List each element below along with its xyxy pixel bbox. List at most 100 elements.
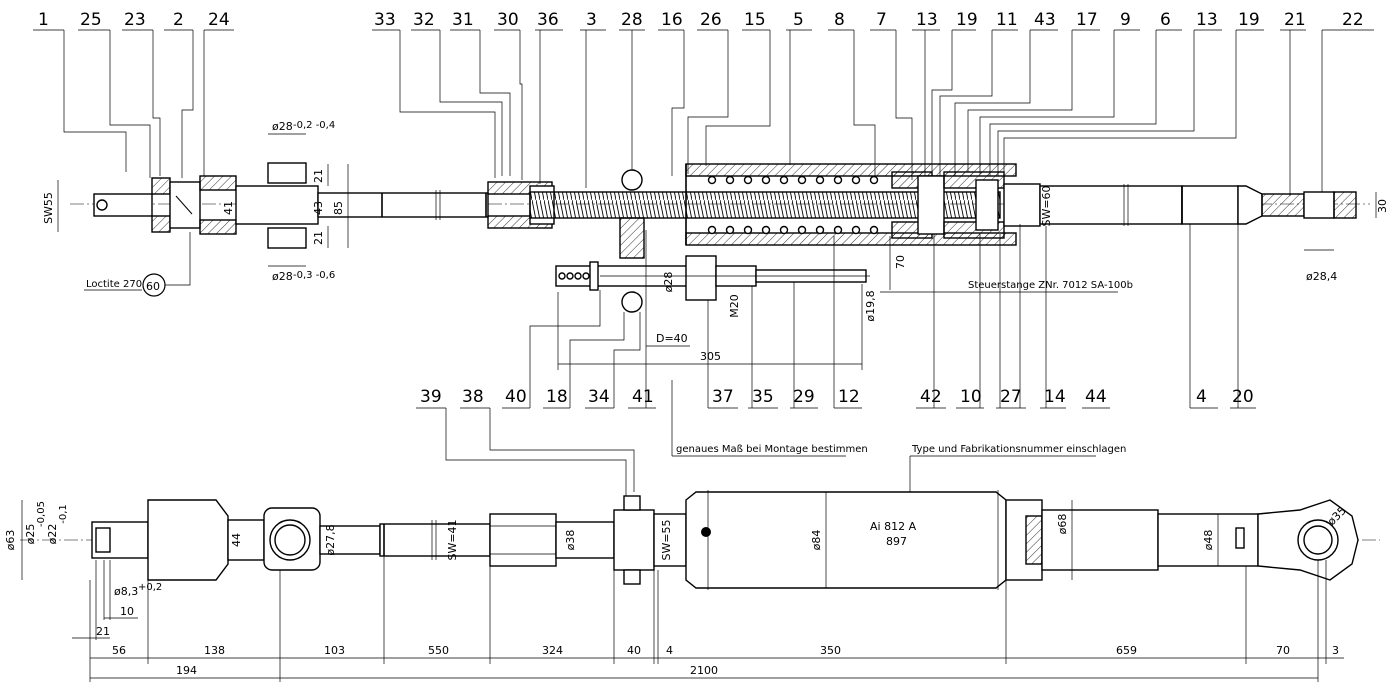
balloon-20: 20 [1230, 224, 1256, 409]
svg-text:SW55: SW55 [42, 192, 55, 224]
svg-text:30: 30 [497, 10, 519, 30]
svg-text:Ai 812 A: Ai 812 A [870, 520, 917, 533]
svg-text:10: 10 [960, 387, 982, 407]
balloon-6: 6 [989, 10, 1182, 176]
svg-text:21: 21 [96, 625, 110, 638]
svg-text:M20: M20 [728, 294, 741, 318]
svg-text:3: 3 [1332, 644, 1339, 657]
svg-text:20: 20 [1232, 387, 1254, 407]
balloon-10: 10 [956, 234, 984, 409]
balloon-16: 16 [658, 10, 685, 176]
svg-text:19: 19 [956, 10, 978, 30]
svg-text:40: 40 [505, 387, 527, 407]
svg-text:14: 14 [1044, 387, 1066, 407]
balloon-15: 15 [705, 10, 771, 166]
balloon-42: 42 [916, 234, 946, 409]
svg-text:4: 4 [1196, 387, 1207, 407]
svg-text:21: 21 [312, 169, 325, 183]
svg-text:Steuerstange ZNr. 7012 SA-100b: Steuerstange ZNr. 7012 SA-100b [968, 280, 1133, 291]
svg-text:44: 44 [1085, 387, 1107, 407]
svg-text:194: 194 [176, 664, 197, 677]
svg-text:D=40: D=40 [656, 332, 688, 345]
svg-text:-0,1: -0,1 [58, 504, 69, 524]
balloon-19a: 19 [931, 10, 978, 176]
svg-text:27: 27 [1000, 387, 1022, 407]
svg-text:ø48: ø48 [1202, 530, 1215, 551]
balloon-31: 31 [450, 10, 511, 176]
balloon-39: 39 [416, 387, 627, 498]
svg-text:-0,05: -0,05 [36, 501, 47, 527]
balloons-top-row: 1 25 23 2 24 33 32 31 30 36 3 28 16 26 1… [33, 10, 1374, 196]
svg-text:550: 550 [428, 644, 449, 657]
svg-text:ø28: ø28 [272, 270, 293, 283]
svg-text:Type und Fabrikationsnummer ei: Type und Fabrikationsnummer einschlagen [911, 444, 1126, 455]
svg-text:ø19,8: ø19,8 [864, 290, 877, 321]
balloon-1: 1 [33, 10, 127, 172]
svg-text:39: 39 [420, 387, 442, 407]
svg-text:85: 85 [332, 201, 345, 215]
balloon-44: 44 [1045, 226, 1110, 409]
svg-text:SW=60: SW=60 [1040, 185, 1053, 226]
svg-text:15: 15 [744, 10, 766, 30]
balloon-25: 25 [78, 10, 151, 178]
svg-text:ø38: ø38 [564, 530, 577, 551]
svg-text:16: 16 [661, 10, 683, 30]
svg-text:SW=55: SW=55 [660, 519, 673, 560]
balloon-21: 21 [1280, 10, 1306, 196]
svg-text:41: 41 [632, 387, 654, 407]
balloon-13a: 13 [912, 10, 940, 176]
svg-text:22: 22 [1342, 10, 1364, 30]
svg-text:659: 659 [1116, 644, 1137, 657]
top-dimensions: SW55 41 43 85 21 21 ø28 -0,2 -0,4 ø28 -0… [42, 120, 1389, 370]
svg-text:ø28: ø28 [272, 120, 293, 133]
bottom-dimensions: ø63 ø25 -0,05 ø22 -0,1 44 ø27,8 SW=41 ø3… [4, 492, 1349, 682]
balloon-28: 28 [619, 10, 645, 170]
svg-text:28: 28 [621, 10, 643, 30]
balloon-5: 5 [786, 10, 812, 165]
balloon-19b: 19 [1003, 10, 1264, 178]
svg-text:38: 38 [462, 387, 484, 407]
svg-text:103: 103 [324, 644, 345, 657]
svg-text:25: 25 [80, 10, 102, 30]
svg-text:ø68: ø68 [1056, 514, 1069, 535]
svg-text:ø63: ø63 [4, 530, 17, 551]
svg-text:8: 8 [834, 10, 845, 30]
balloon-37: 37 [707, 300, 738, 409]
balloon-35: 35 [748, 286, 778, 409]
balloon-33: 33 [372, 10, 496, 178]
svg-text:70: 70 [894, 255, 907, 269]
balloon-38: 38 [460, 387, 635, 492]
svg-text:34: 34 [588, 387, 610, 407]
balloon-14: 14 [1019, 224, 1066, 409]
balloon-22: 22 [1321, 10, 1374, 196]
balloon-3: 3 [580, 10, 606, 188]
svg-text:ø28: ø28 [662, 272, 675, 293]
svg-text:ø22: ø22 [46, 524, 59, 545]
balloon-24: 24 [203, 10, 234, 176]
svg-text:2: 2 [173, 10, 184, 30]
balloon-41: 41 [628, 230, 656, 409]
svg-text:ø28,4: ø28,4 [1306, 270, 1337, 283]
svg-text:29: 29 [793, 387, 815, 407]
balloon-26: 26 [687, 10, 729, 174]
svg-text:3: 3 [586, 10, 597, 30]
svg-text:10: 10 [120, 605, 134, 618]
balloon-4: 4 [1189, 224, 1218, 409]
balloon-36: 36 [535, 10, 563, 184]
svg-text:32: 32 [413, 10, 435, 30]
svg-text:24: 24 [208, 10, 230, 30]
spring-coils [707, 175, 879, 235]
svg-text:21: 21 [1284, 10, 1306, 30]
bottom-outside-view [20, 490, 1380, 590]
svg-text:13: 13 [916, 10, 938, 30]
balloons-mid-row: 40 18 34 41 37 35 29 12 42 10 27 14 44 4… [502, 224, 1256, 409]
svg-text:305: 305 [700, 350, 721, 363]
balloon-7: 7 [870, 10, 913, 180]
balloon-17: 17 [967, 10, 1100, 172]
svg-text:5: 5 [793, 10, 804, 30]
svg-text:1: 1 [38, 10, 49, 30]
svg-text:35: 35 [752, 387, 774, 407]
svg-text:ø8,3: ø8,3 [114, 585, 138, 598]
balloon-18: 18 [543, 312, 625, 409]
svg-text:6: 6 [1160, 10, 1171, 30]
